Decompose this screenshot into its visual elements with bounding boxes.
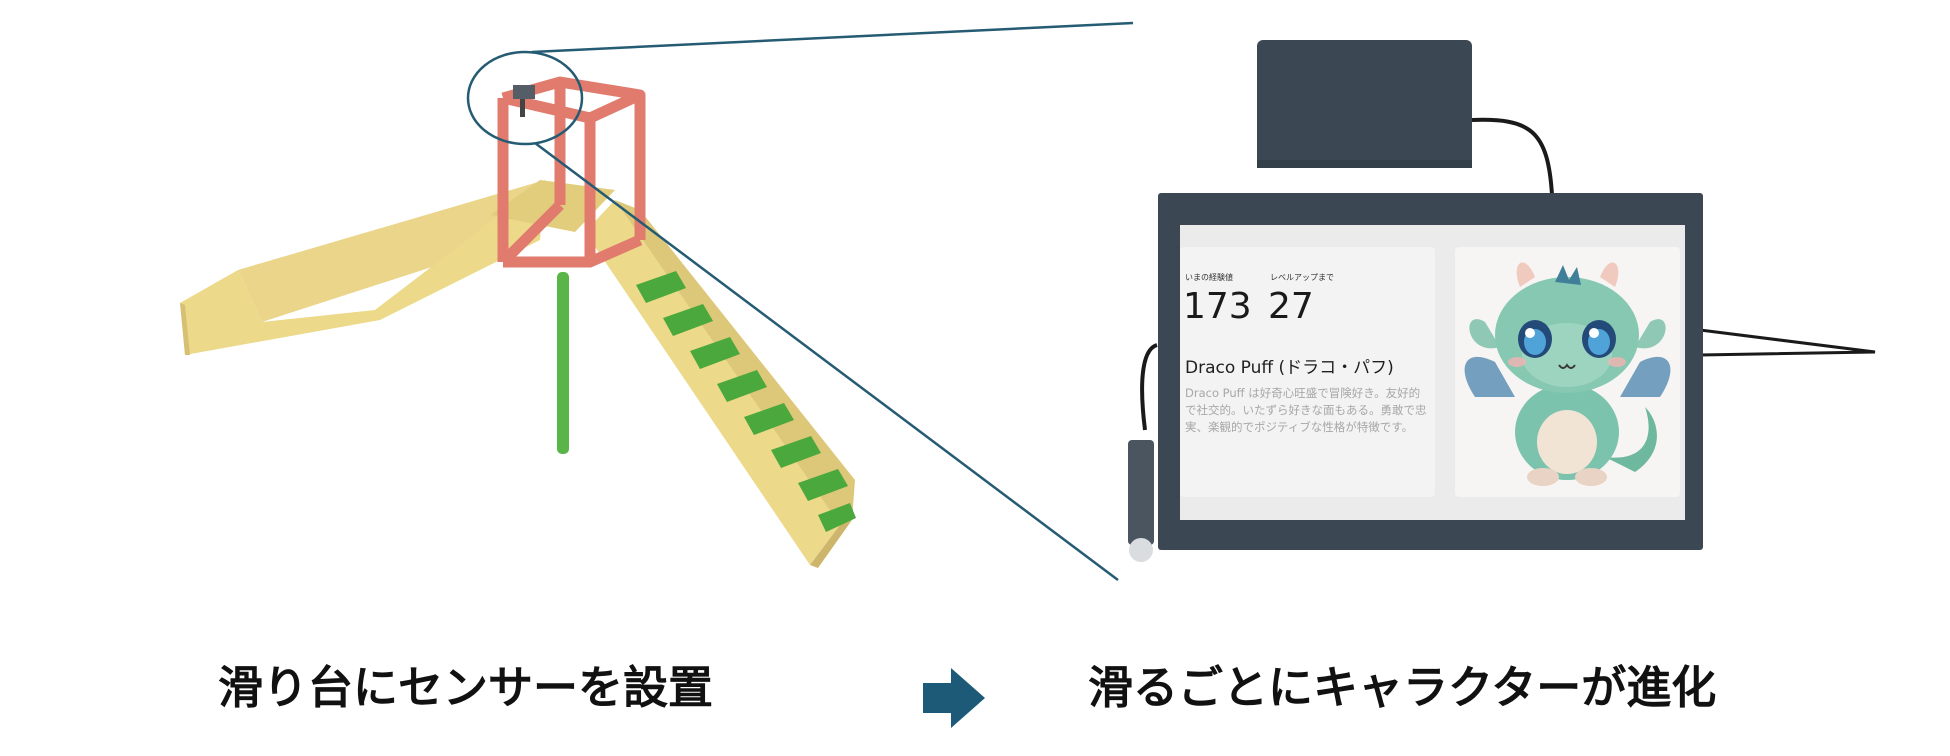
level-up-value: 27 (1268, 286, 1314, 327)
slide-chute-back (238, 180, 545, 322)
character-image (1455, 247, 1680, 497)
usb-cable (1471, 117, 1554, 196)
level-up-label: レベルアップまで (1270, 273, 1334, 282)
callout (466, 21, 1134, 582)
sensor-frame (497, 76, 646, 268)
stair-rail-left (585, 200, 840, 565)
stats-card (1180, 247, 1435, 497)
caption-right: 滑るごとにキャラクターが進化 (1088, 661, 1717, 714)
display-screen: いまの経験値 173 レベルアップまで 27 Draco Puff (ドラコ・パ… (1180, 225, 1685, 520)
dragon-character (1464, 262, 1671, 486)
caption-left: 滑り台にセンサーを設置 (218, 661, 714, 714)
character-name: Draco Puff (ドラコ・パフ) (1185, 358, 1394, 378)
stair-rail-bottom (810, 520, 852, 568)
callout-circle (466, 50, 584, 146)
motion-sensor (1128, 440, 1154, 545)
support-pole (557, 272, 569, 454)
sensor-cable (1140, 343, 1158, 431)
arrow-right-icon (923, 668, 985, 728)
slide-chute-edge (180, 303, 190, 355)
sensor-box (513, 85, 535, 99)
current-exp-value: 173 (1183, 286, 1252, 327)
slide-chute (180, 180, 545, 355)
playground-slide (180, 76, 856, 568)
character-description: Draco Puff は好奇心旺盛で冒険好き。友好的で社交的。いたずら好きな面も… (1185, 386, 1427, 434)
current-exp-label: いまの経験値 (1185, 273, 1233, 282)
stair-steps (636, 271, 856, 532)
controller-box (1257, 40, 1472, 168)
power-cable (1699, 328, 1876, 357)
